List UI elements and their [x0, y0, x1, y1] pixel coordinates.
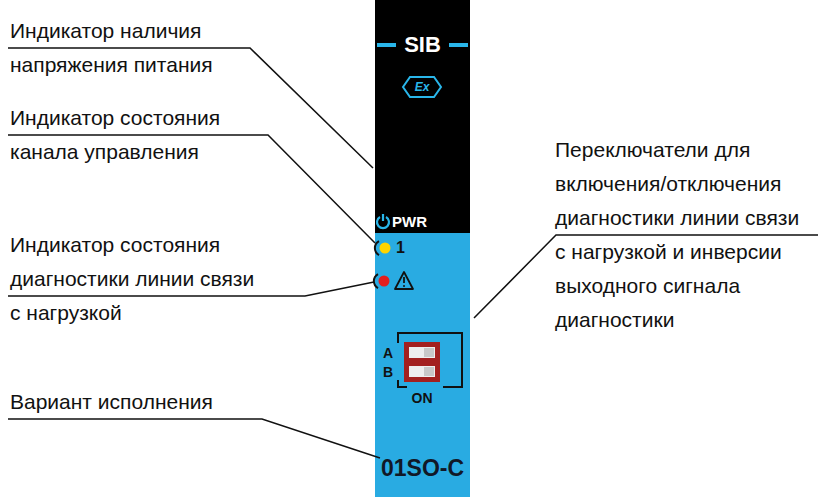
model-code: 01SO-C [375, 454, 470, 482]
channel-number: 1 [396, 239, 416, 257]
callout-text: Переключатели для включения/отключения д… [555, 133, 810, 337]
warning-icon [395, 272, 413, 289]
led-bezel [374, 274, 378, 288]
callout-text: Индикатор состояния канала управления [10, 101, 265, 169]
switch-label: ON [404, 390, 440, 407]
accent-bar [449, 43, 468, 47]
dip-switch [404, 342, 440, 382]
dip-knob [424, 367, 434, 376]
dip-slot [409, 347, 435, 358]
switch-bracket [398, 333, 462, 387]
panel-black [375, 0, 470, 233]
led-bezel [375, 241, 379, 255]
warning-icon [403, 277, 405, 283]
dip-slot [409, 366, 435, 377]
callout-text: Индикатор состояния диагностики линии св… [10, 228, 265, 330]
dip-knob [424, 348, 434, 357]
yellow-led [380, 243, 391, 254]
ex-hexagon [403, 77, 441, 97]
red-led [379, 276, 390, 287]
switch-label: A [383, 345, 397, 361]
warning-icon [403, 285, 405, 287]
power-icon [382, 214, 384, 221]
callout-text: Индикатор наличия напряжения питания [10, 14, 265, 82]
switch-label: B [383, 364, 397, 380]
accent-bar [377, 43, 396, 47]
ex-mark: Ex [403, 79, 441, 95]
brand-text: SIB [375, 32, 470, 58]
panel-blue [375, 233, 470, 497]
callout-text: Вариант исполнения [10, 385, 310, 419]
indicator-name: PWR [392, 213, 452, 231]
leader-line [8, 419, 380, 458]
